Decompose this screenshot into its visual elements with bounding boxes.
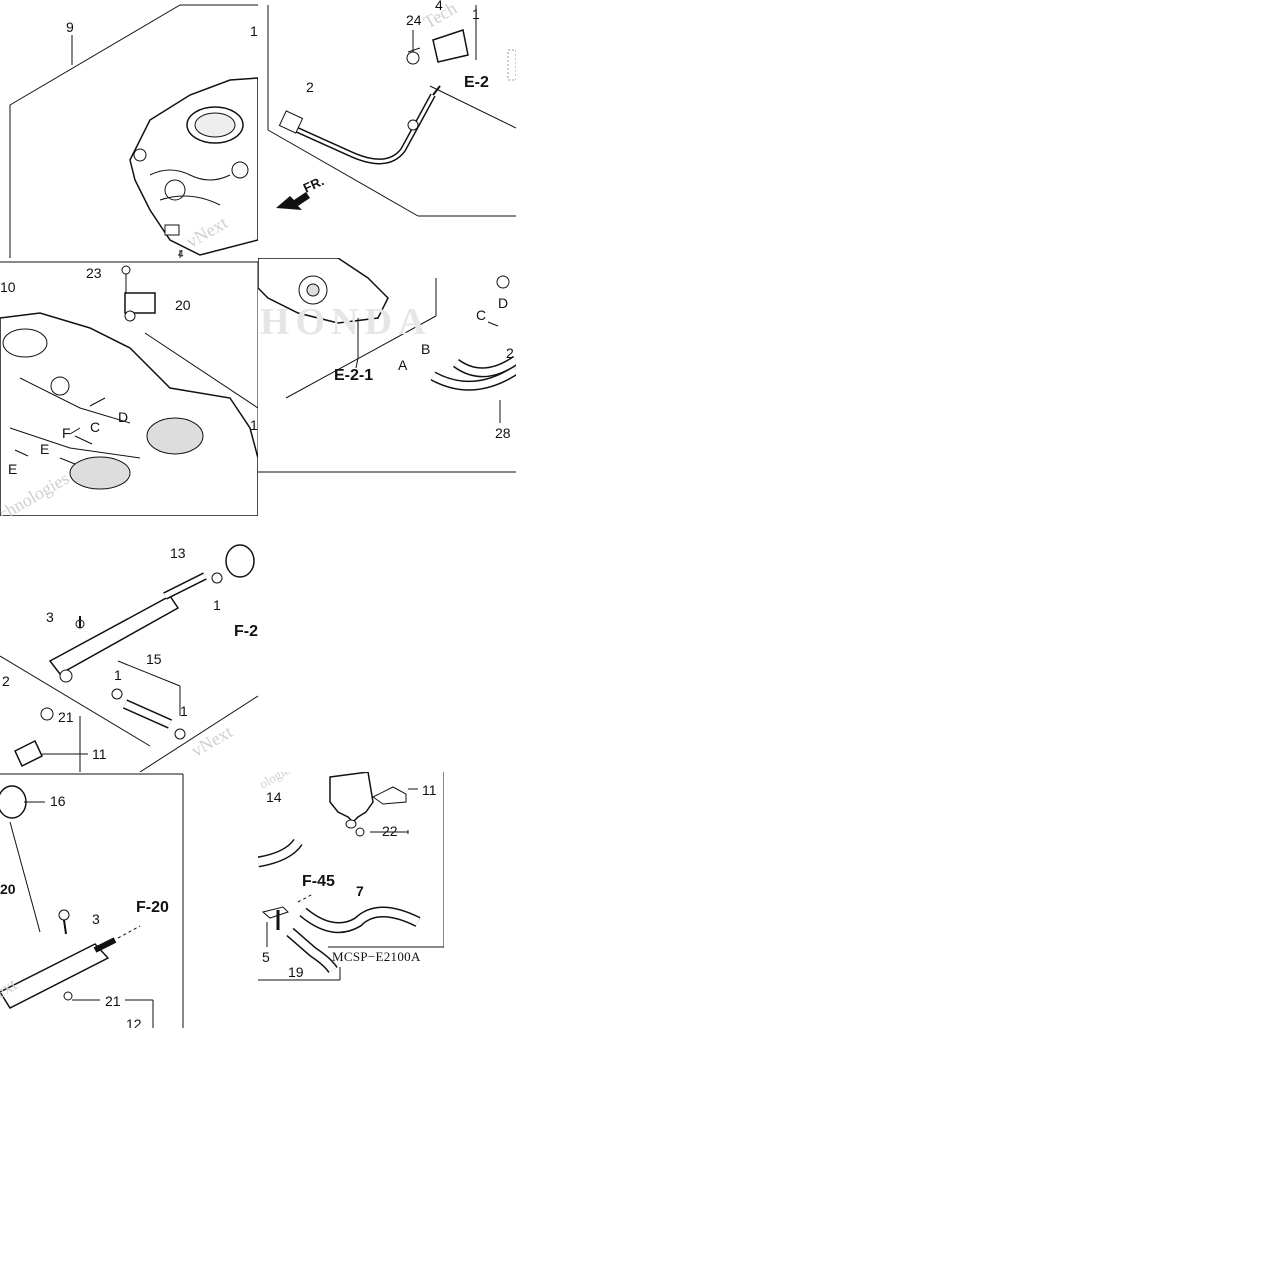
callout-label: 28 [495,425,511,441]
callout-label: 4 [178,249,184,259]
callout-label: D [498,295,509,311]
diagram-code: MCSP−E2100A [332,949,421,964]
reference-f45: F-45 [302,873,335,890]
reference-e2: E-2 [464,74,489,91]
callout-label: A [398,357,408,373]
honda-watermark: HONDA [260,301,432,343]
intake-manifold-drawing [0,261,258,516]
throttle-body-drawing [9,4,258,258]
callout-label: C [90,419,101,435]
callout-label: 2 [506,345,514,361]
reference-f2: F-2 [234,623,258,640]
callout-label: 11 [92,746,107,762]
callout-label: 1 [114,667,122,683]
callout-label: 14 [266,789,282,805]
callout-label: 16 [50,793,66,809]
fuel-line-drawing [267,5,516,217]
pressure-regulator-drawing [0,773,184,1028]
callout-label: C [476,307,487,323]
fuel-rail-drawing [0,544,258,772]
callout-label: 15 [146,651,162,667]
throttle-hoses-drawing [258,258,516,473]
callout-label: 5 [262,949,270,965]
reference-e2-1: E-2-1 [334,367,374,384]
callout-label: 19 [288,964,304,980]
diagram-tile-bottom-left: 16 20 3 21 12 F-20 ext [0,772,186,1028]
callout-label: 3 [46,609,54,625]
callout-label: 3 [92,911,100,927]
diagram-tile-top-left: 9 1 4 vNext [0,0,258,258]
callout-label: 4 [435,0,443,13]
diagram-tile-top-middle: 24 4 2 1 E-2 FR. Tech [258,0,516,258]
diagram-tile-bottom-middle: 14 11 22 7 5 19 F-45 MCSP−E2100A ologies [258,772,444,984]
callout-label: 9 [66,19,74,35]
reference-f20: F-20 [136,899,169,916]
callout-label: 12 [126,1016,142,1028]
callout-label: 21 [58,709,74,725]
callout-label: E [8,461,18,477]
callout-label: 1 [472,6,480,22]
callout-label: 1 [213,597,221,613]
callout-label: 23 [86,265,102,281]
callout-label: 24 [406,12,422,28]
callout-label: E [40,441,50,457]
diagram-tile-low-left: 13 3 1 15 1 1 2 21 11 F-2 vNext [0,516,258,772]
callout-label: 11 [422,782,437,798]
callout-label: 21 [105,993,121,1009]
callout-label: 2 [306,79,314,95]
callout-label: F [62,425,71,441]
callout-label: B [421,341,431,357]
callout-label: 2 [2,673,10,689]
injector-hoses-drawing [258,772,444,981]
callout-label: 20 [175,297,191,313]
callout-label: 22 [382,823,398,839]
diagram-tile-mid-middle: HONDA E-2-1 D C B A 2 28 [258,258,516,474]
callout-label: 13 [170,545,186,561]
callout-label: 1 [250,417,258,433]
diagram-tile-mid-left: 23 20 10 1 D C F E E chnologies [0,258,258,516]
callout-label: 10 [0,279,16,295]
callout-label: 7 [356,883,364,899]
callout-label: 1 [180,703,188,719]
callout-label: 20 [0,881,16,897]
callout-label: 1 [250,23,258,39]
callout-label: D [118,409,129,425]
